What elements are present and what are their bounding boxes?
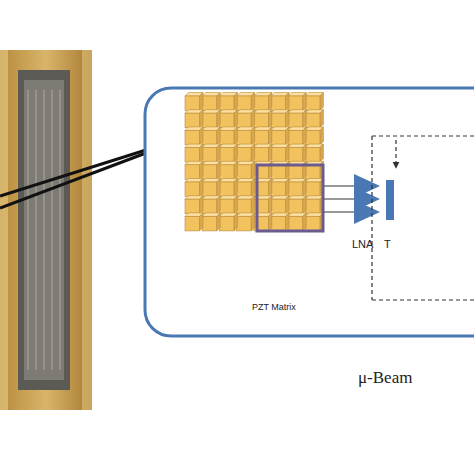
t-block [386, 180, 394, 220]
lna-label: LNA [352, 238, 373, 250]
pzt-element [185, 213, 203, 231]
chip-photo [0, 50, 92, 410]
pzt-element [202, 144, 220, 162]
pzt-element [254, 144, 272, 162]
pzt-element [288, 110, 306, 128]
pzt-element [219, 144, 237, 162]
pzt-element [271, 110, 289, 128]
figure-label: μ-Beam [358, 368, 412, 388]
pzt-element [237, 213, 255, 231]
pzt-element [185, 144, 203, 162]
block-label: T [384, 238, 391, 250]
pzt-element [237, 93, 255, 111]
pzt-element [219, 196, 237, 214]
pzt-element [185, 196, 203, 214]
pzt-element [202, 127, 220, 145]
pzt-element [219, 93, 237, 111]
pzt-element [237, 161, 255, 179]
pzt-element [202, 161, 220, 179]
zoom-lines [0, 150, 146, 208]
pzt-element [185, 161, 203, 179]
pzt-element [271, 213, 289, 231]
pzt-element [202, 196, 220, 214]
pzt-element [237, 110, 255, 128]
pzt-element [219, 110, 237, 128]
pzt-element [237, 144, 255, 162]
pzt-element [202, 179, 220, 197]
pzt-element [237, 196, 255, 214]
signal-lines [324, 186, 356, 212]
pzt-element [219, 161, 237, 179]
pzt-element [185, 93, 203, 111]
pzt-element [305, 93, 323, 111]
pzt-element [202, 110, 220, 128]
pzt-element [254, 110, 272, 128]
pzt-element [271, 127, 289, 145]
matrix-label: PZT Matrix [252, 302, 296, 312]
pzt-element [185, 127, 203, 145]
pzt-element [219, 127, 237, 145]
pzt-element [305, 110, 323, 128]
pzt-element [237, 179, 255, 197]
dashed-loop [372, 136, 474, 300]
pzt-element [271, 93, 289, 111]
pzt-element [288, 93, 306, 111]
pzt-matrix [185, 93, 323, 231]
pzt-element [305, 196, 323, 214]
pzt-element [305, 213, 323, 231]
pzt-element [271, 179, 289, 197]
pzt-element [271, 196, 289, 214]
pzt-element [288, 144, 306, 162]
pzt-element [305, 127, 323, 145]
pzt-element [288, 179, 306, 197]
pzt-element [288, 196, 306, 214]
lna-symbols [354, 174, 380, 224]
pzt-element [288, 213, 306, 231]
subarray-highlight [257, 165, 323, 231]
pzt-element [219, 213, 237, 231]
pzt-element [237, 127, 255, 145]
pzt-element [185, 179, 203, 197]
pzt-element [219, 179, 237, 197]
pzt-element [271, 144, 289, 162]
pzt-element [202, 213, 220, 231]
pzt-element [254, 127, 272, 145]
pzt-element [185, 110, 203, 128]
pzt-element [305, 144, 323, 162]
pzt-element [288, 127, 306, 145]
pzt-element [254, 93, 272, 111]
pzt-element [202, 93, 220, 111]
pzt-element [305, 179, 323, 197]
zoom-panel [145, 88, 474, 336]
